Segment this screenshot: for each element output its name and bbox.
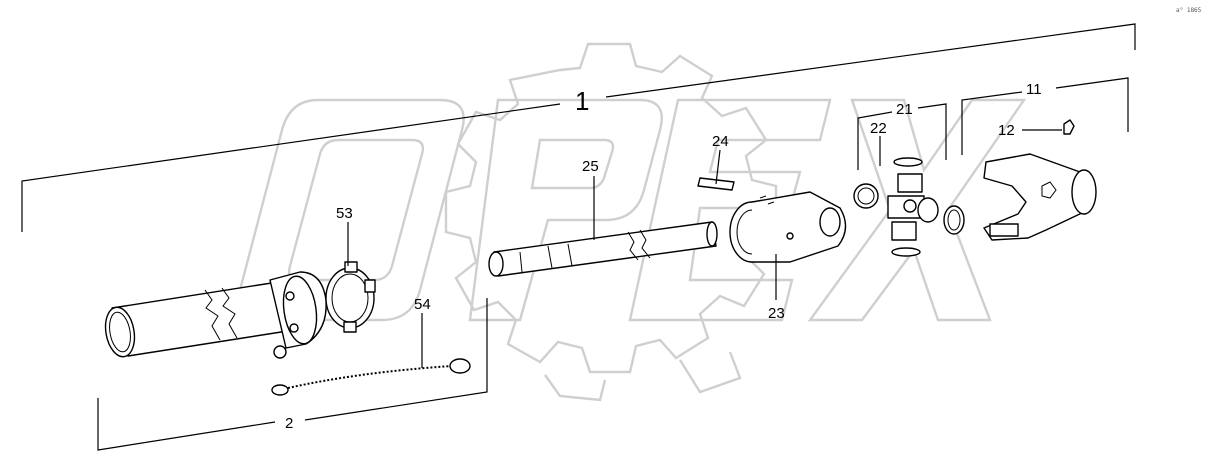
roll-pin-part	[697, 149, 735, 191]
bearing-ring-part	[325, 222, 376, 333]
assembly-bracket-11	[961, 77, 1129, 155]
callout-label-2: 2	[285, 415, 293, 432]
callout-label-1: 1	[575, 86, 589, 116]
grease-nipple-part	[1022, 119, 1075, 135]
assembly-bracket-2	[97, 298, 488, 451]
assembly-bracket-21	[857, 103, 947, 170]
callout-label-54: 54	[414, 296, 431, 313]
callout-label-21: 21	[896, 101, 913, 118]
callout-label-11: 11	[1026, 81, 1042, 98]
safety-chain-part	[271, 313, 471, 396]
callout-label-12: 12	[998, 122, 1015, 139]
callout-label-22: 22	[870, 120, 887, 137]
callout-label-23: 23	[768, 305, 785, 322]
callout-label-24: 24	[712, 133, 729, 150]
reference-code: a° 1865	[1176, 7, 1202, 14]
splined-shaft-part	[488, 176, 718, 277]
assembly-bracket-1	[21, 23, 1136, 232]
outer-yoke-part	[983, 153, 1097, 241]
inner-yoke-part	[729, 191, 847, 300]
callout-label-53: 53	[336, 205, 353, 222]
guard-tube-part	[104, 271, 327, 359]
callout-label-25: 25	[582, 158, 599, 175]
cross-journal-part	[853, 136, 965, 257]
